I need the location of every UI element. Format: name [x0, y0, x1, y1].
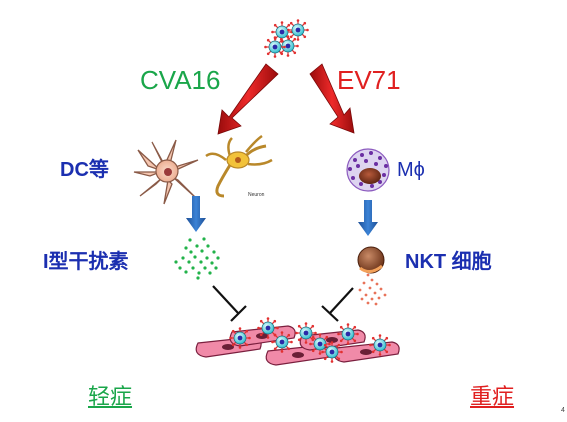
- virus-cluster-top: [263, 18, 310, 59]
- page-number: 4: [561, 407, 565, 414]
- severe-case-label: 重症: [470, 384, 515, 409]
- ev71-label: EV71: [337, 65, 401, 95]
- interferon-label: I型干扰素: [43, 251, 129, 273]
- dc-label: DC等: [60, 159, 109, 181]
- cva16-label: CVA16: [140, 65, 221, 95]
- macrophage-label: Mϕ: [397, 159, 425, 181]
- interferon-dots-icon: [174, 237, 220, 280]
- mild-case-label: 轻症: [88, 384, 133, 409]
- inhibition-line-right: [321, 287, 354, 322]
- blue-arrow-right: [358, 200, 378, 236]
- red-arrow-right: [309, 63, 355, 134]
- neuron-caption: Neuron: [248, 192, 265, 198]
- nkt-label: NKT 细胞: [405, 251, 492, 273]
- nkt-cell-icon: [357, 246, 387, 306]
- neuron-icon: Neuron: [205, 134, 273, 198]
- macrophage-icon: [346, 148, 390, 192]
- blue-arrow-left: [186, 196, 206, 232]
- red-arrow-left: [217, 63, 279, 135]
- dendritic-cell-icon: [133, 139, 199, 205]
- infected-host-cells: [195, 316, 400, 366]
- inhibition-line-left: [212, 285, 247, 322]
